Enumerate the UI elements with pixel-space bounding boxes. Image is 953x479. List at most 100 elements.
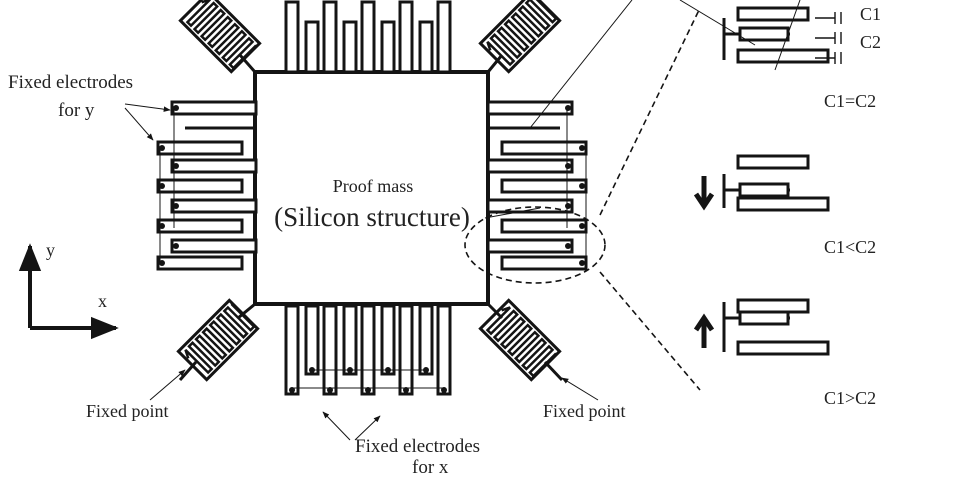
- fixed-electrodes-x-label-2: for x: [412, 457, 449, 478]
- fixed-electrode-y: [156, 178, 244, 194]
- state-caption-0: C1=C2: [824, 91, 876, 111]
- spring-meander: [185, 0, 257, 70]
- capacitor-icon-c2: [815, 32, 842, 44]
- fixed-electrode-y-right: [500, 218, 588, 234]
- fixed-electrode-y: [156, 140, 244, 156]
- anchor-dot: [565, 163, 571, 169]
- spring-anchor: [543, 360, 564, 382]
- zoom-highlight-ellipse: [464, 206, 606, 284]
- fixed-electrode-x-top: [398, 0, 414, 74]
- fixed-electrode-x: [284, 304, 300, 396]
- down-arrow-icon: [693, 176, 715, 211]
- fixed-electrode-x-top: [304, 20, 320, 74]
- spring-bottom-right: [478, 298, 562, 382]
- zoom-fixed-bottom: [736, 340, 830, 356]
- fixed-electrode-x: [304, 304, 320, 376]
- arrow-fex-1: [322, 411, 351, 441]
- fixed-electrode-y-right: [486, 158, 574, 174]
- fixed-electrode-x-top: [360, 0, 376, 74]
- zoom-moving-plate: [738, 26, 790, 42]
- proof-mass-label: Proof mass: [333, 176, 414, 196]
- anchor-dot: [579, 145, 585, 151]
- fixed-electrode-y: [170, 238, 258, 254]
- fixed-electrode-x: [436, 304, 452, 396]
- anchor-dot: [173, 243, 179, 249]
- zoom-fixed-bottom: [736, 196, 830, 212]
- fixed-electrode-y: [170, 198, 258, 214]
- leader-line-1: [529, 0, 633, 129]
- fixed-electrode-x: [398, 304, 414, 396]
- fixed-point-left-label: Fixed point: [86, 401, 169, 421]
- axis-x-label: x: [98, 291, 107, 311]
- fixed-electrode-x-top: [436, 0, 452, 74]
- fixed-electrode-x-top: [380, 20, 396, 74]
- fixed-electrodes-y-label-2: for y: [58, 100, 95, 121]
- leader-line-3: [774, 0, 801, 71]
- fixed-electrode-x: [380, 304, 396, 376]
- serpentine-springs: [176, 0, 564, 382]
- fixed-electrode-y-right: [500, 178, 588, 194]
- axis-y-label: y: [46, 240, 55, 260]
- spring-meander: [485, 306, 557, 378]
- zoom-fixed-bottom: [736, 48, 830, 64]
- spring-anchor: [178, 361, 198, 381]
- up-arrow-icon: [693, 313, 715, 348]
- spring-link: [486, 54, 504, 73]
- fixed-electrode-y-right: [500, 255, 588, 271]
- anchor-dot: [579, 223, 585, 229]
- spring-link: [237, 302, 256, 320]
- fixed-electrode-x: [342, 304, 358, 376]
- zoom-line-top: [599, 7, 701, 216]
- fixed-electrode-y: [170, 100, 258, 116]
- zoom-fixed-top: [736, 154, 810, 170]
- zoom-line-bottom: [599, 271, 701, 391]
- spring-top-right: [478, 0, 562, 74]
- c1-label: C1: [860, 4, 881, 24]
- arrow-fp-left: [149, 369, 186, 401]
- anchor-dot: [565, 243, 571, 249]
- arrow-fey-1: [124, 103, 171, 112]
- fixed-electrode-x-top: [284, 0, 300, 74]
- anchor-dot: [579, 183, 585, 189]
- fixed-electrodes-x-group: [284, 0, 452, 396]
- fixed-electrode-y-right: [486, 238, 574, 254]
- fixed-electrode-y: [156, 218, 244, 234]
- anchor-dot: [579, 260, 585, 266]
- spring-link: [486, 302, 504, 320]
- fixed-electrodes-x-label-1: Fixed electrodes: [355, 436, 480, 457]
- silicon-structure-label: (Silicon structure): [274, 202, 470, 232]
- zoom-fixed-top: [736, 298, 810, 314]
- fixed-electrode-y-right: [500, 140, 588, 156]
- leader-line-2: [679, 0, 756, 46]
- fixed-electrode-x-top: [418, 20, 434, 74]
- fixed-electrode-y: [170, 158, 258, 174]
- arrow-fey-2: [124, 107, 154, 141]
- spring-link: [238, 54, 257, 73]
- anchor-dot: [565, 105, 571, 111]
- fixed-electrode-x: [418, 304, 434, 376]
- fixed-electrode-y: [156, 255, 244, 271]
- spring-meander: [486, 0, 558, 67]
- fixed-electrode-x: [322, 304, 338, 396]
- fixed-electrodes-y-label-1: Fixed electrodes: [8, 72, 133, 93]
- zoom-detail-group: [693, 6, 842, 356]
- capacitor-icon-c3: [815, 52, 842, 64]
- state-caption-1: C1<C2: [824, 237, 876, 257]
- fixed-electrode-x-top: [342, 20, 358, 74]
- arrow-silicon: [484, 207, 541, 219]
- state-caption-2: C1>C2: [824, 388, 876, 408]
- spring-meander: [184, 303, 256, 375]
- fixed-electrodes-y-group: [156, 100, 588, 271]
- fixed-point-right-label: Fixed point: [543, 401, 626, 421]
- arrow-fp-right: [561, 377, 599, 401]
- arrow-fex-2: [354, 415, 381, 441]
- fixed-electrode-y-right: [486, 100, 574, 116]
- spring-top-left: [178, 0, 262, 74]
- zoom-moving-plate: [738, 310, 790, 326]
- c2-label: C2: [860, 32, 881, 52]
- anchor-dot: [565, 203, 571, 209]
- zoom-fixed-top: [736, 6, 810, 22]
- zoom-moving-plate: [738, 182, 790, 198]
- capacitor-icon-c1: [815, 12, 842, 24]
